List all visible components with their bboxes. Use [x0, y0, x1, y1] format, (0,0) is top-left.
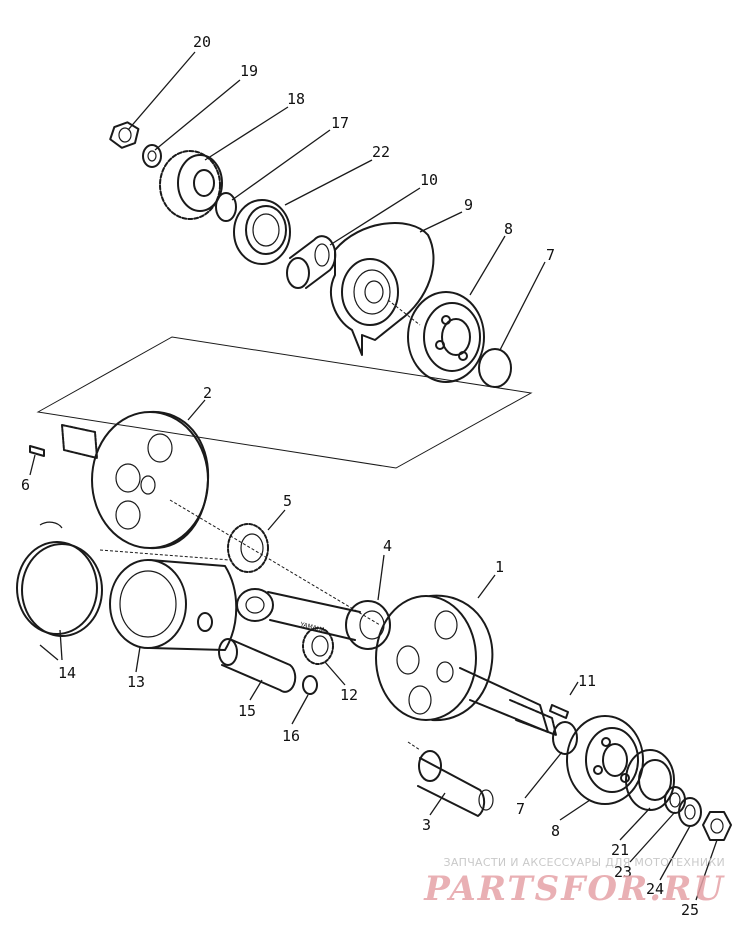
label-3: 3	[422, 816, 431, 834]
label-9: 9	[464, 196, 473, 214]
part-number-labels: 20 19 18 17 22 10 9 8 7 2 6 5 4 1 14 13 …	[21, 33, 699, 919]
part-10-collar	[286, 235, 337, 289]
part-25-nut	[702, 811, 732, 841]
label-23: 23	[614, 863, 632, 881]
part-3-crank-pin	[417, 750, 494, 817]
part-8-bearing-upper	[407, 291, 485, 383]
label-7-lower: 7	[516, 800, 525, 818]
label-17: 17	[331, 114, 349, 132]
label-5: 5	[283, 492, 292, 510]
part-15-piston-pin	[218, 638, 297, 693]
part-9-plate	[330, 222, 435, 356]
part-20-nut	[109, 121, 140, 149]
label-1: 1	[495, 558, 504, 576]
part-7-circlip-upper	[478, 348, 512, 388]
label-12: 12	[340, 686, 358, 704]
label-18: 18	[287, 90, 305, 108]
label-4: 4	[383, 537, 392, 555]
label-2: 2	[203, 384, 212, 402]
label-21: 21	[611, 841, 629, 859]
label-6: 6	[21, 476, 30, 494]
part-22-seal	[233, 199, 291, 265]
part-6-key	[29, 445, 45, 457]
watermark-tagline: ЗАПЧАСТИ И АКСЕССУАРЫ ДЛЯ МОТОТЕХНИКИ	[443, 856, 725, 869]
label-16: 16	[282, 727, 300, 745]
part-16-clip	[302, 675, 318, 695]
label-20: 20	[193, 33, 211, 51]
part-13-piston	[109, 559, 238, 651]
part-11-key	[549, 704, 569, 719]
label-8-upper: 8	[504, 220, 513, 238]
part-8-bearing-lower	[566, 715, 644, 805]
label-10: 10	[420, 171, 438, 189]
part-5-needle-bearing	[227, 523, 269, 573]
part-21-seal	[625, 749, 675, 811]
label-25: 25	[681, 901, 699, 919]
part-18-gear	[159, 150, 223, 220]
label-11: 11	[578, 672, 596, 690]
part-19-washer	[142, 144, 162, 168]
part-12-needle-bearing	[302, 627, 334, 665]
label-8-lower: 8	[551, 822, 560, 840]
watermark-logo: PARTSFOR.RU	[424, 869, 725, 909]
leader-lines	[29, 51, 718, 901]
label-19: 19	[240, 62, 258, 80]
watermark: ЗАПЧАСТИ И АКСЕССУАРЫ ДЛЯ МОТОТЕХНИКИ PA…	[424, 856, 725, 909]
part-17-circlip	[215, 192, 237, 222]
part-24-washer	[678, 797, 702, 827]
label-13: 13	[127, 673, 145, 691]
part-14-piston-rings	[16, 521, 103, 637]
part-7-circlip-lower	[552, 721, 578, 755]
rod-marking: YAMAHA	[299, 621, 327, 634]
part-1-crank-web	[375, 594, 557, 736]
part-2-crank-web	[61, 410, 210, 550]
label-24: 24	[646, 880, 664, 898]
label-7-upper: 7	[546, 246, 555, 264]
label-15: 15	[238, 702, 256, 720]
label-22: 22	[372, 143, 390, 161]
label-14: 14	[58, 664, 76, 682]
group-outline	[36, 336, 533, 469]
